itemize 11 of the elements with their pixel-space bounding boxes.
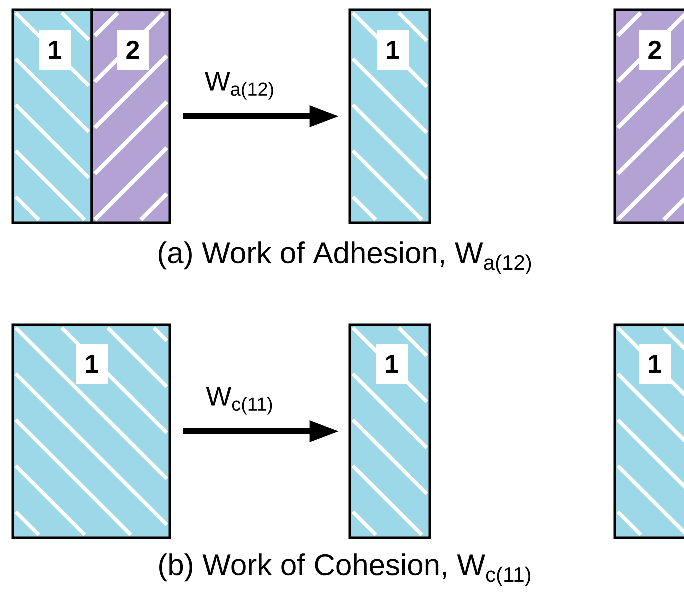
block-number: 1 bbox=[639, 344, 671, 384]
block-number: 2 bbox=[639, 30, 671, 70]
block-number: 1 bbox=[39, 30, 71, 70]
block-number: 1 bbox=[377, 30, 409, 70]
caption: (a) Work of Adhesion, W$_{a(12)}$ bbox=[159, 242, 532, 274]
block-number: 2 bbox=[117, 30, 149, 70]
block-number: 1 bbox=[376, 344, 408, 384]
block-number: 1 bbox=[76, 344, 108, 384]
edge-label: W$_{a(12)}$ bbox=[205, 72, 274, 100]
caption: (b) Work of Cohesion, W$_{c(11)}$ bbox=[160, 554, 531, 586]
edge-label: W$_{c(11)}$ bbox=[206, 387, 272, 415]
